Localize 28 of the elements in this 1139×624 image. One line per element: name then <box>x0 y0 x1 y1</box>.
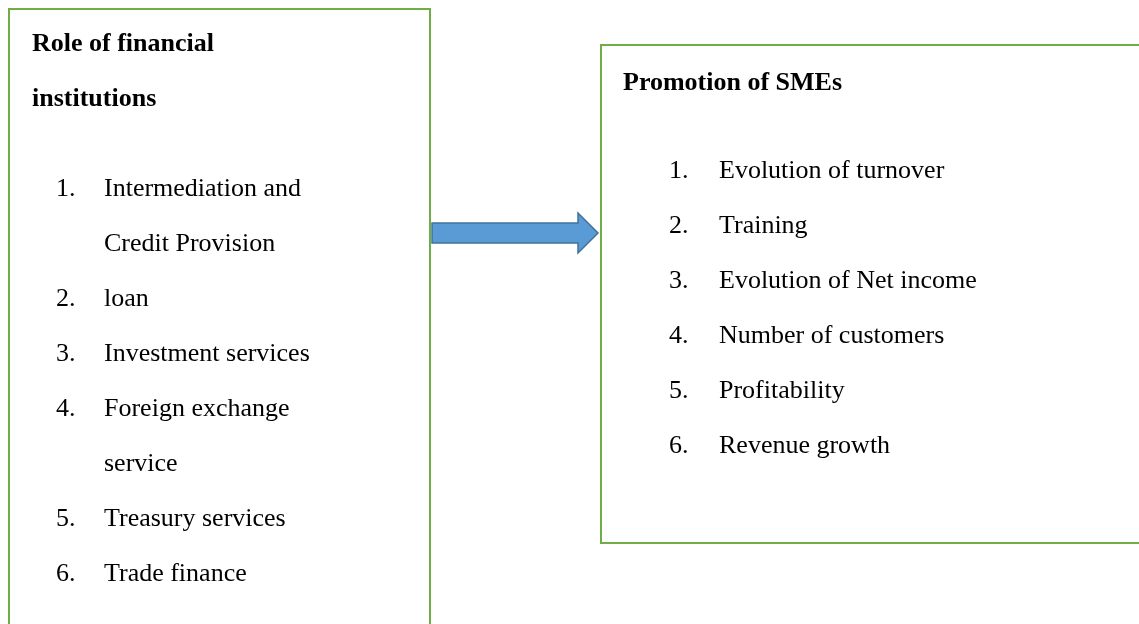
list-item: Training <box>719 209 809 241</box>
list-number: 2. <box>669 209 689 241</box>
list-item: Treasury services <box>104 502 287 534</box>
list-item: Profitability <box>719 374 846 406</box>
list-number: 5. <box>669 374 689 406</box>
list-number: 6. <box>56 557 76 589</box>
list-number: 1. <box>56 172 76 204</box>
list-item: Number of customers <box>719 319 946 351</box>
list-item: Investment services <box>104 337 311 369</box>
list-box <box>8 8 431 624</box>
list-item: loan <box>104 282 150 314</box>
list-item: Foreign exchange service <box>104 392 291 479</box>
list-item: Evolution of turnover <box>719 154 946 186</box>
box-heading: Role of financial institutions <box>32 27 215 114</box>
list-item: Trade finance <box>104 557 248 589</box>
list-number: 4. <box>56 392 76 424</box>
list-box <box>600 44 1139 544</box>
list-number: 3. <box>669 264 689 296</box>
list-item: Evolution of Net income <box>719 264 978 296</box>
list-item: Revenue growth <box>719 429 892 461</box>
list-number: 1. <box>669 154 689 186</box>
list-number: 6. <box>669 429 689 461</box>
list-number: 3. <box>56 337 76 369</box>
list-number: 4. <box>669 319 689 351</box>
box-heading: Promotion of SMEs <box>623 66 844 98</box>
block-arrow <box>431 211 600 255</box>
list-number: 5. <box>56 502 76 534</box>
list-number: 2. <box>56 282 76 314</box>
